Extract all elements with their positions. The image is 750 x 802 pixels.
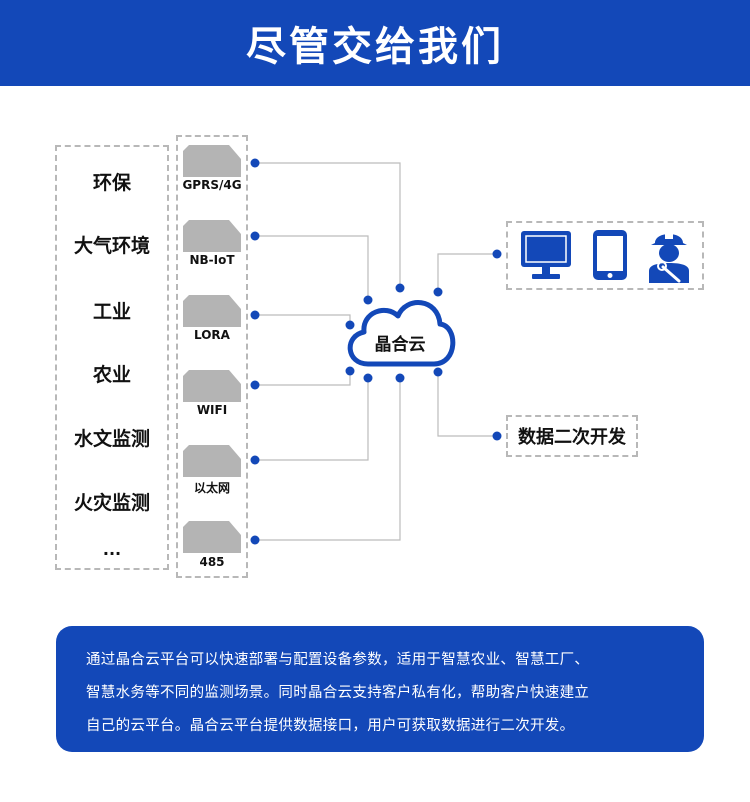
dot-cloud-left-top <box>345 320 355 330</box>
info-line: 智慧水务等不同的监测场景。同时晶合云支持客户私有化，帮助客户快速建立 <box>86 685 590 701</box>
module-label: 以太网 <box>193 481 230 495</box>
page-title: 尽管交给我们 <box>246 24 504 70</box>
dot-cloud-bottom-left <box>363 373 373 383</box>
dot-cloud-left-bottom <box>345 366 355 376</box>
info-panel: 通过晶合云平台可以快速部署与配置设备参数，适用于智慧农业、智慧工厂、 智慧水务等… <box>56 626 704 752</box>
industries-box <box>55 145 169 570</box>
module-ethernet-icon <box>183 445 241 477</box>
line-to-devices <box>437 253 497 292</box>
modules-box <box>176 135 248 578</box>
module-label: NB-IoT <box>189 253 235 267</box>
dot-ethernet <box>250 455 260 465</box>
header-banner: 尽管交给我们 <box>0 0 750 86</box>
cloud-icon <box>347 300 456 367</box>
module-nbiot-icon <box>183 220 241 252</box>
info-line: 通过晶合云平台可以快速部署与配置设备参数，适用于智慧农业、智慧工厂、 <box>86 652 590 668</box>
monitor-icon <box>521 231 571 279</box>
industry-item: 大气环境 <box>73 235 150 257</box>
module-label: GPRS/4G <box>182 178 242 192</box>
line-ethernet <box>255 378 369 461</box>
module-gprs-icon <box>183 145 241 177</box>
engineer-icon <box>649 233 689 283</box>
dot-cloud-top <box>395 283 405 293</box>
industry-item: 工业 <box>92 301 131 323</box>
data-development-label: 数据二次开发 <box>518 427 626 448</box>
dot-lora <box>250 310 260 320</box>
cloud-label: 晶合云 <box>374 335 426 355</box>
industry-item: 火灾监测 <box>73 492 150 514</box>
devices-box <box>506 221 704 290</box>
industry-item: 农业 <box>92 364 131 386</box>
dot-data <box>492 431 502 441</box>
line-485 <box>255 378 401 541</box>
line-wifi <box>255 371 351 386</box>
dot-wifi <box>250 380 260 390</box>
line-nbiot <box>255 235 369 300</box>
line-lora <box>255 314 351 325</box>
industry-more: ... <box>102 540 122 559</box>
module-485-icon <box>183 521 241 553</box>
dot-gprs <box>250 158 260 168</box>
module-wifi-icon <box>183 370 241 402</box>
module-label: WIFI <box>196 403 228 417</box>
line-to-data <box>437 372 497 437</box>
industry-item: 环保 <box>92 172 131 194</box>
info-line: 自己的云平台。晶合云平台提供数据接口，用户可获取数据进行二次开发。 <box>86 718 575 734</box>
phone-icon <box>593 230 627 280</box>
dot-devices <box>492 249 502 259</box>
dot-cloud-top-left <box>363 295 373 305</box>
data-development-box <box>506 415 638 457</box>
dot-cloud-bottom <box>395 373 405 383</box>
module-label: 485 <box>199 555 225 569</box>
line-gprs <box>255 162 401 288</box>
module-label: LORA <box>194 328 230 342</box>
industry-item: 水文监测 <box>73 428 150 450</box>
module-lora-icon <box>183 295 241 327</box>
dot-cloud-right-top <box>433 287 443 297</box>
dot-485 <box>250 535 260 545</box>
dot-nbiot <box>250 231 260 241</box>
dot-cloud-right-bottom <box>433 367 443 377</box>
